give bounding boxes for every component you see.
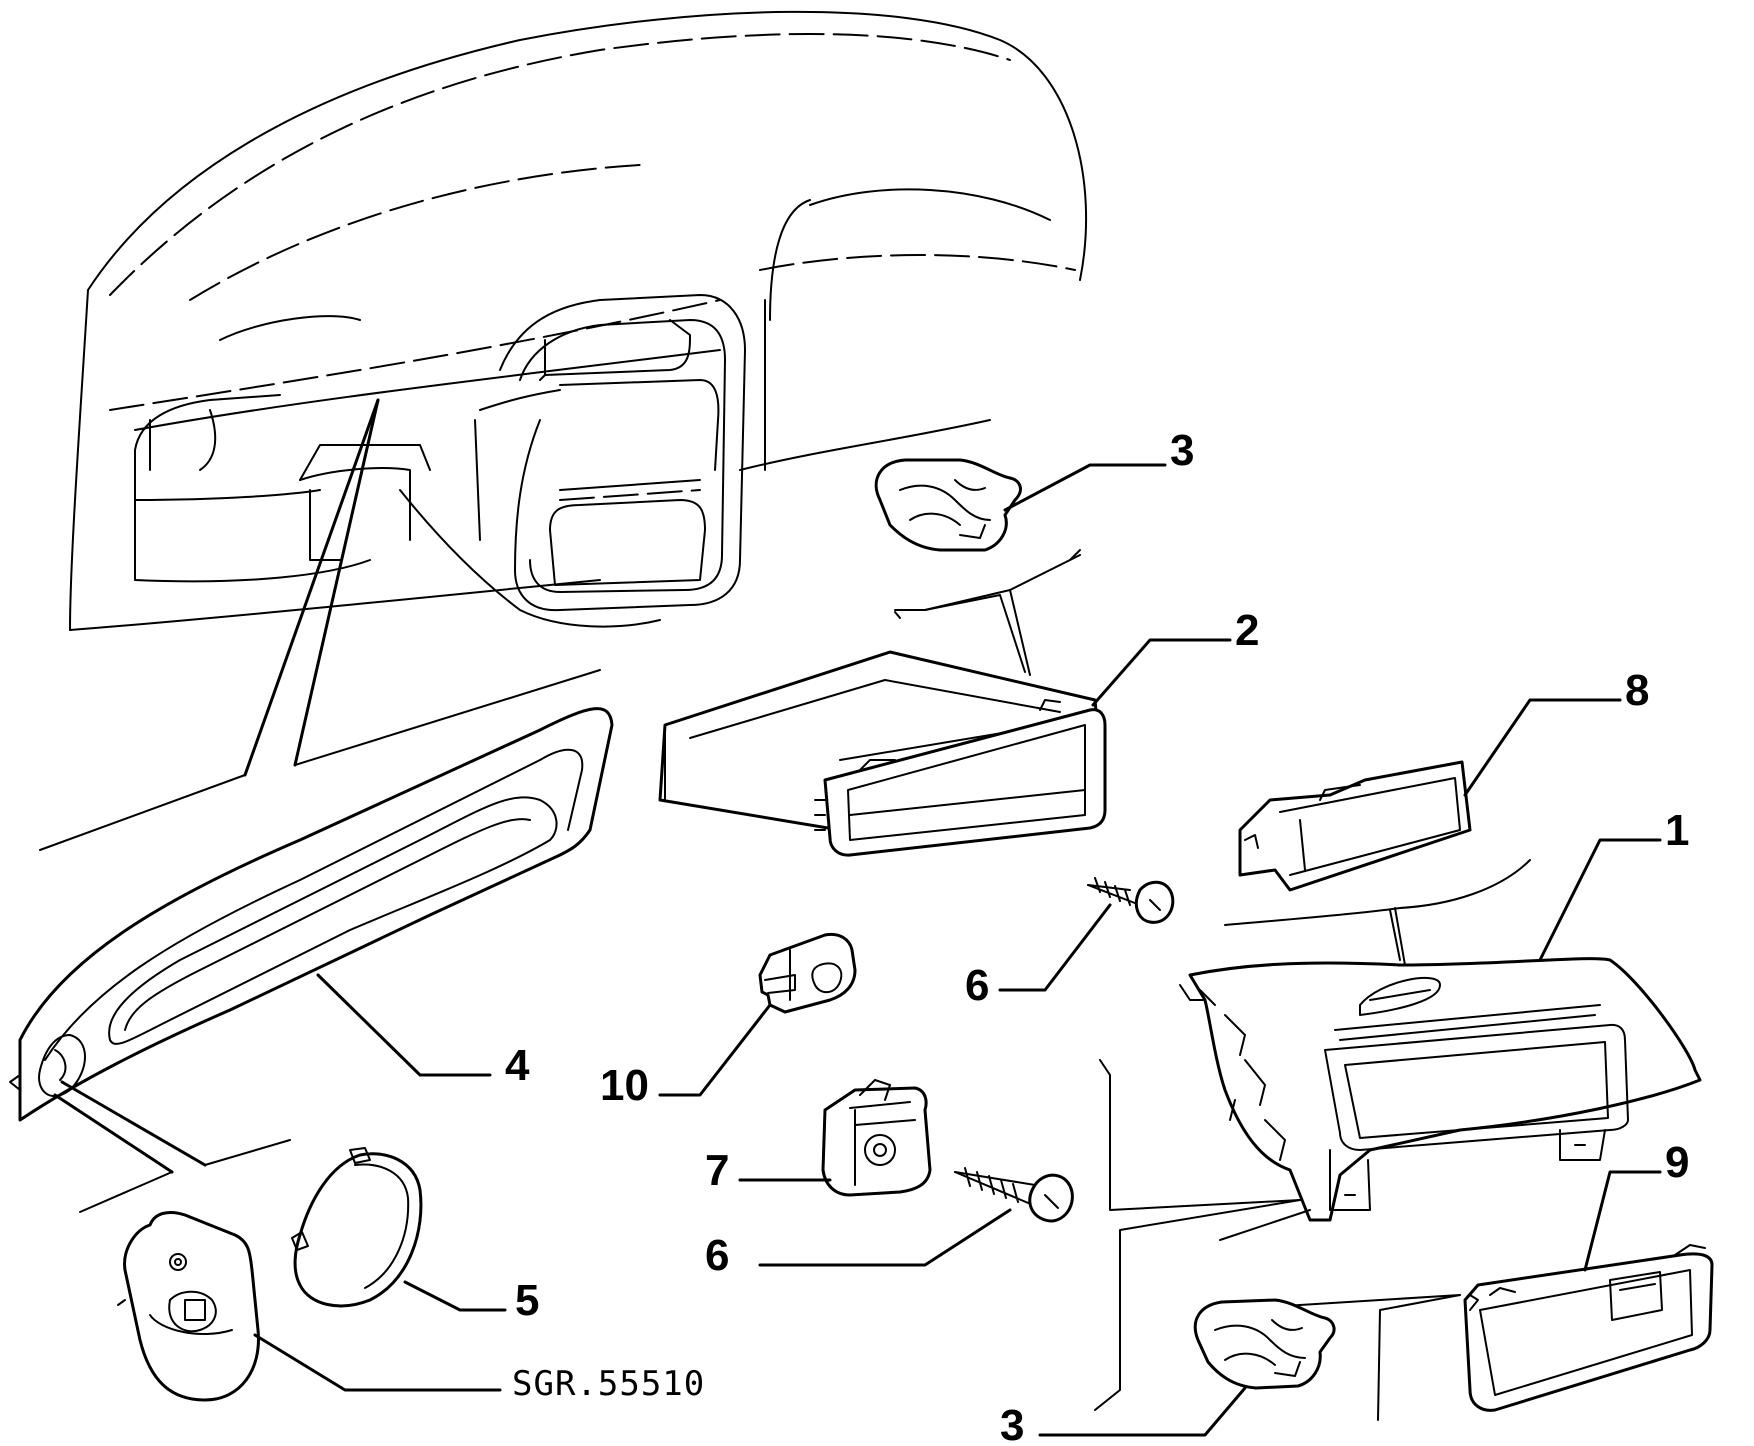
label-6-lower: 6 <box>705 1231 729 1280</box>
part-8-storage-pocket <box>1238 760 1472 892</box>
leader-part-6-lower <box>758 1208 1012 1267</box>
part-2-radio-housing <box>658 549 1107 857</box>
leader-part-6-upper <box>998 903 1112 992</box>
leader-part-8 <box>1463 698 1622 797</box>
leader-dashboard-to-part-4 <box>39 398 601 851</box>
part-7-clip-nut <box>821 1079 932 1197</box>
part-9-lower-pocket <box>1463 1244 1714 1412</box>
leader-part-4 <box>316 973 492 1077</box>
part-3-top-clip <box>874 458 1022 552</box>
dashboard-outline <box>69 10 1088 631</box>
label-5: 5 <box>515 1276 539 1325</box>
label-8: 8 <box>1625 666 1649 715</box>
part-5-round-cover <box>291 1147 423 1308</box>
part-10-small-switch <box>758 932 857 1014</box>
assembly-bracket <box>1094 1059 1461 1421</box>
leader-part-5 <box>403 1280 507 1312</box>
label-10: 10 <box>600 1061 649 1110</box>
leader-part-3-top <box>1003 463 1167 512</box>
label-6-upper: 6 <box>965 961 989 1010</box>
part-1-center-console <box>1179 859 1702 1222</box>
leader-part-1 <box>1538 838 1662 962</box>
label-9: 9 <box>1665 1138 1689 1187</box>
leader-switch <box>253 1333 502 1392</box>
label-1: 1 <box>1665 806 1689 855</box>
label-3-top: 3 <box>1170 426 1194 475</box>
label-3-bottom: 3 <box>1000 1401 1024 1446</box>
label-7: 7 <box>705 1146 729 1195</box>
label-2: 2 <box>1235 606 1259 655</box>
leader-part-10 <box>658 1003 772 1097</box>
label-4: 4 <box>505 1041 530 1090</box>
part-6-upper-screw <box>1087 877 1175 924</box>
reference-code-label: SGR.55510 <box>512 1364 705 1404</box>
part-3-bottom-clip <box>1193 1298 1336 1390</box>
leader-part-3-bottom <box>1038 1386 1247 1437</box>
part-4-instrument-panel-bezel <box>9 707 614 1122</box>
leader-part-9 <box>1583 1170 1662 1272</box>
switch-sgr-55510 <box>117 1211 260 1402</box>
leader-bezel-to-switch <box>53 1080 291 1213</box>
leader-part-2 <box>1091 638 1232 707</box>
part-6-lower-screw <box>954 1167 1074 1223</box>
